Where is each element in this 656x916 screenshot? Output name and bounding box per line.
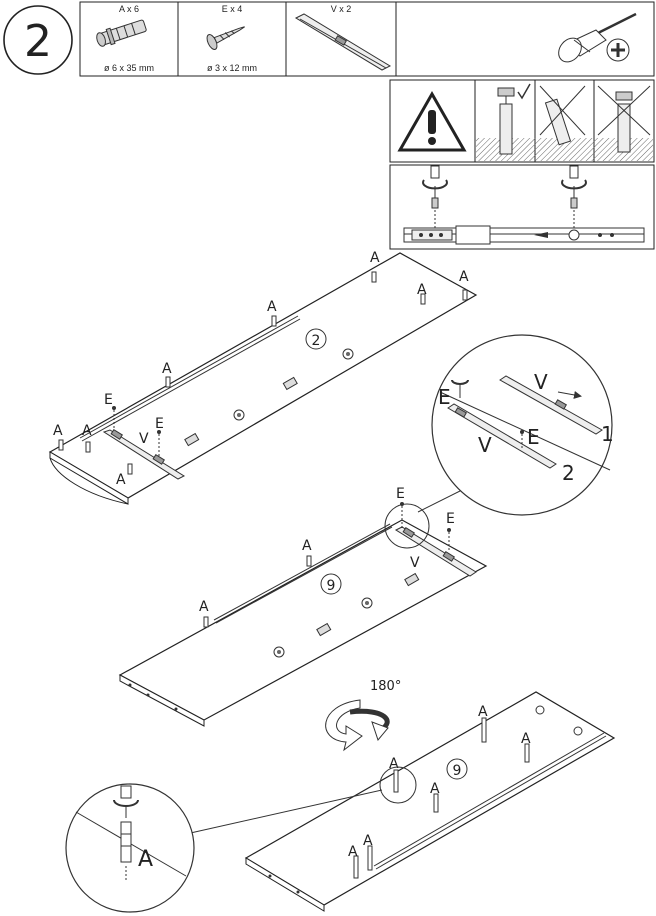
label-e: E: [446, 511, 455, 527]
panel-number-label: 9: [453, 763, 462, 779]
rotate-180-icon: 180°: [325, 679, 401, 752]
label-v: V: [410, 555, 420, 571]
dowel-a: [203, 616, 209, 628]
part-e-dimension: ø 3 x 12 mm: [207, 63, 257, 73]
drawer-slide: [394, 526, 477, 577]
slide-callout-1: 1: [601, 422, 614, 446]
label-a: A: [348, 844, 358, 860]
dowel-a: [462, 289, 468, 301]
part-e-label: E x 4: [222, 4, 243, 14]
dowel-a: [58, 439, 64, 451]
dowel-a: [353, 855, 359, 879]
panel-number-label: 9: [327, 578, 336, 594]
label-a: A: [53, 423, 63, 439]
label-a: A: [430, 781, 440, 797]
drawer-slide-icon: [294, 13, 392, 71]
label-a: A: [459, 269, 469, 285]
dowel-a: [433, 793, 439, 813]
slide-screw-box: [389, 164, 655, 250]
step-number: 2: [24, 16, 52, 67]
dowel-a: [127, 463, 133, 475]
slide-callout-2: 2: [562, 461, 575, 485]
label-e: E: [104, 392, 113, 408]
dowel-a: [371, 271, 377, 283]
dowel-a: [306, 555, 312, 567]
dowel-a: [420, 293, 426, 305]
dowel-a: [524, 743, 530, 763]
label-v: V: [478, 433, 492, 457]
label-a: A: [116, 472, 126, 488]
part-e-cell: E x 4 ø 3 x 12 mm: [206, 4, 257, 73]
panel-number-circle: [446, 758, 468, 780]
label-e: E: [438, 385, 451, 409]
screw-icon: [206, 26, 245, 50]
label-a: A: [267, 299, 277, 315]
label-a: A: [138, 847, 153, 872]
cam-dowel-icon: [120, 821, 132, 880]
phillips-screwdriver-icon: [558, 12, 637, 63]
label-a: A: [417, 282, 427, 298]
label-a: A: [82, 423, 92, 439]
panel-middle: 9 A A E E V: [118, 486, 488, 727]
rotate-angle: 180°: [370, 679, 401, 694]
part-a-label: A x 6: [119, 4, 139, 14]
part-a-cell: A x 6 ø 6 x 35 mm: [96, 4, 154, 73]
label-a: A: [389, 756, 399, 772]
cam-dowel-icon: [96, 19, 147, 47]
dowel-a: [393, 769, 399, 793]
label-e: E: [527, 425, 540, 449]
part-v-label: V x 2: [331, 4, 352, 14]
dowel-a: [85, 441, 91, 453]
label-a: A: [302, 538, 312, 554]
label-e: E: [396, 486, 405, 502]
screwdriver-down-icon: [451, 379, 469, 398]
part-v-cell: V x 2: [294, 4, 392, 71]
label-a: A: [162, 361, 172, 377]
drawer-slide-icon: [403, 225, 645, 245]
dowel-a: [367, 845, 373, 871]
insertion-depth-box: [389, 79, 655, 163]
dowel-detail-zoom: A: [65, 783, 383, 913]
panel-number-circle: [305, 328, 327, 350]
screwdriver-down-icon-2: [561, 165, 587, 228]
label-e: E: [155, 416, 164, 432]
label-a: A: [363, 833, 373, 849]
label-v: V: [534, 370, 548, 394]
panel-number-label: 2: [312, 333, 321, 349]
dowel-a: [165, 376, 171, 388]
label-a: A: [199, 599, 209, 615]
warning-icon: [397, 90, 467, 152]
panel-bottom: 9 A A A A A A: [244, 691, 616, 912]
label-v: V: [139, 431, 149, 447]
panel-number-circle: [320, 573, 342, 595]
step-number-badge: 2: [3, 5, 73, 75]
parts-table: A x 6 ø 6 x 35 mm E x 4 ø 3 x 12 mm: [79, 1, 655, 77]
wrong-tilted-insertion-icon: [539, 85, 586, 146]
dowel-a: [481, 717, 487, 743]
label-a: A: [370, 250, 380, 266]
drawer-slide: [102, 428, 186, 480]
label-a: A: [478, 704, 488, 720]
part-a-dimension: ø 6 x 35 mm: [104, 63, 154, 73]
dowel-a: [271, 315, 277, 327]
slide-detail-zoom: V E E V 1 2: [417, 334, 614, 516]
screwdriver-down-icon: [113, 785, 139, 818]
wrong-protruding-insertion-icon: [597, 85, 651, 153]
panel-top: 2 A A A A A A A A E E V: [48, 250, 478, 505]
correct-insertion-icon: [497, 83, 531, 155]
label-a: A: [521, 731, 531, 747]
screwdriver-down-icon: [422, 165, 448, 228]
